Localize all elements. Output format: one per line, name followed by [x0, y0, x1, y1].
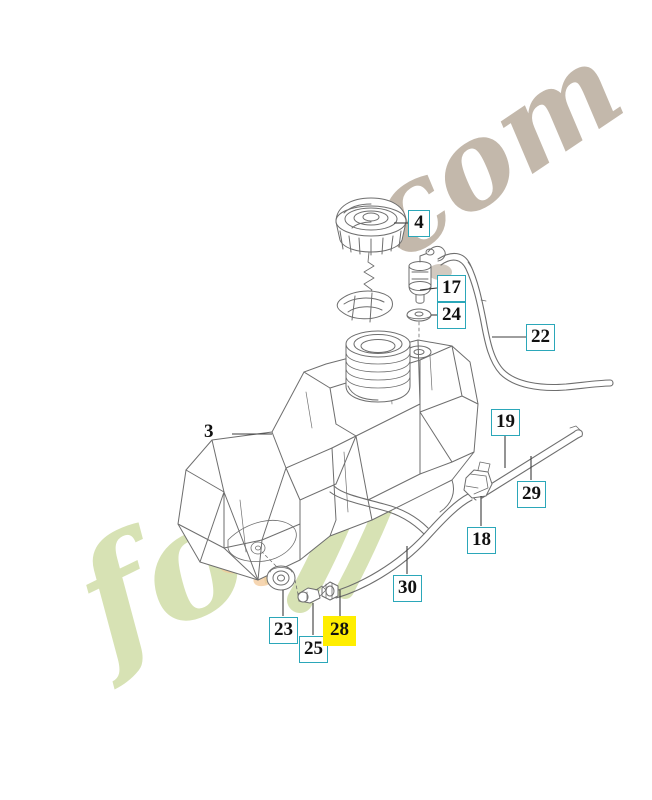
- callout-29[interactable]: 29: [517, 481, 546, 508]
- part-fuel-cap: [335, 197, 407, 311]
- callout-19[interactable]: 19: [491, 409, 520, 436]
- part-hose-clip: [321, 581, 339, 601]
- technical-drawing: [177, 197, 614, 604]
- callout-23[interactable]: 23: [269, 617, 298, 644]
- part-cap-retainer: [336, 290, 393, 323]
- part-vent-valve: [408, 248, 435, 304]
- callout-30[interactable]: 30: [393, 575, 422, 602]
- callout-28[interactable]: 28: [323, 616, 356, 646]
- leader-line-17: [419, 287, 438, 291]
- part-rubber-grommet: [250, 541, 299, 595]
- callout-18[interactable]: 18: [467, 527, 496, 554]
- callout-17[interactable]: 17: [437, 275, 466, 302]
- part-vent-hose: [427, 245, 614, 391]
- part-connector-fitting: [297, 585, 327, 604]
- part-filler-neck: [345, 330, 411, 403]
- leader-lines-group: [232, 222, 532, 635]
- part-hose-clamp: [463, 461, 493, 499]
- callout-3[interactable]: 3: [204, 421, 214, 442]
- callout-4[interactable]: 4: [408, 210, 430, 237]
- callout-22[interactable]: 22: [526, 324, 555, 351]
- part-fuel-hose: [329, 485, 473, 599]
- callout-24[interactable]: 24: [437, 302, 466, 329]
